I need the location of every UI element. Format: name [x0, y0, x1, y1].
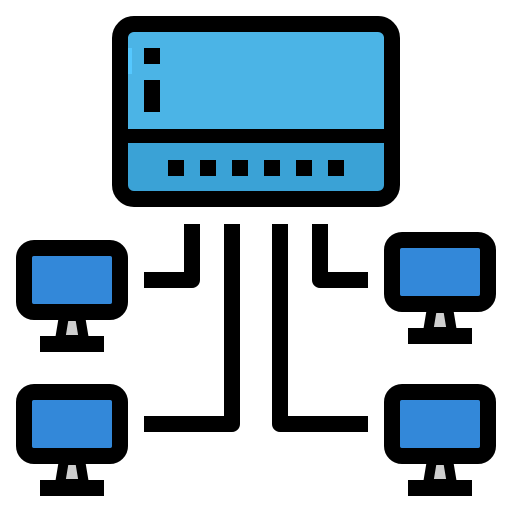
monitor-base: [40, 480, 104, 496]
cable-bottom-left: [144, 224, 240, 432]
switch-port-3: [232, 160, 248, 176]
switch-port-1: [168, 160, 184, 176]
monitor-screen: [24, 392, 120, 456]
switch-ports: [168, 160, 344, 176]
switch-port-2: [200, 160, 216, 176]
switch-body-top: [120, 24, 392, 136]
switch-device: [112, 16, 400, 207]
switch-indicator-bar: [144, 80, 160, 112]
computer-monitor-icon: [384, 232, 496, 344]
computer-monitor-icon: [384, 384, 496, 496]
monitor-base: [40, 336, 104, 352]
cable-bottom-right: [272, 224, 368, 432]
monitor-frame: [16, 384, 128, 464]
monitor-screen: [392, 240, 488, 304]
monitor-frame: [384, 384, 496, 464]
monitor-screen: [24, 248, 120, 312]
computer-monitor-icon: [16, 240, 128, 352]
computer-monitors: [16, 232, 496, 496]
monitor-base: [408, 328, 472, 344]
monitor-screen: [392, 392, 488, 456]
monitor-frame: [384, 232, 496, 312]
switch-body-bottom: [120, 136, 392, 199]
monitor-frame: [16, 240, 128, 320]
switch-port-6: [328, 160, 344, 176]
switch-indicator-dot: [144, 48, 160, 64]
cable-top-left: [144, 224, 200, 288]
computer-monitor-icon: [16, 384, 128, 496]
switch-outline: [112, 16, 400, 207]
network-cables: [144, 224, 368, 432]
switch-port-4: [264, 160, 280, 176]
cable-top-right: [312, 224, 368, 288]
monitor-base: [408, 480, 472, 496]
switch-port-5: [296, 160, 312, 176]
